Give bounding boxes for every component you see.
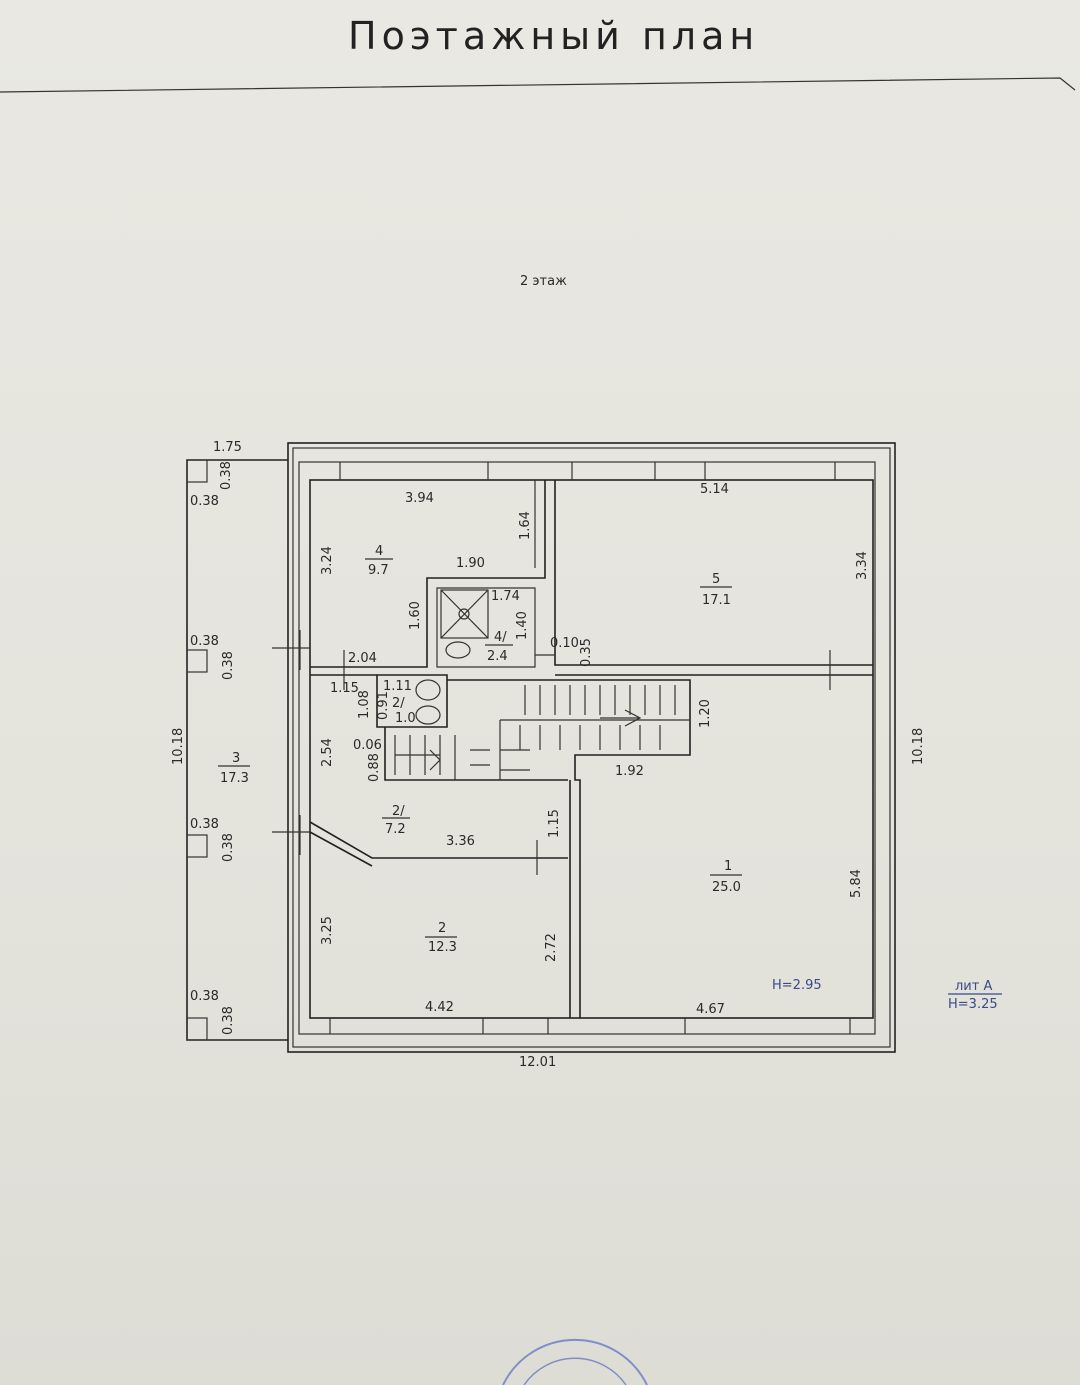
svg-text:1.15: 1.15 <box>547 809 562 838</box>
svg-text:1.92: 1.92 <box>615 764 644 779</box>
svg-text:7.2: 7.2 <box>385 822 406 837</box>
svg-text:0.35: 0.35 <box>579 638 594 667</box>
svg-text:5.14: 5.14 <box>700 482 729 497</box>
svg-text:12.01: 12.01 <box>519 1055 556 1070</box>
svg-text:0.10: 0.10 <box>550 636 579 651</box>
svg-text:0.38: 0.38 <box>221 651 236 680</box>
svg-text:4.67: 4.67 <box>696 1002 725 1017</box>
svg-text:2.4: 2.4 <box>487 649 508 664</box>
svg-text:3.36: 3.36 <box>446 834 475 849</box>
room-4: 49.7 <box>365 544 393 578</box>
svg-text:1.90: 1.90 <box>456 556 485 571</box>
room-labels: 125.0 212.3 2/7.2 2/1.0 317.3 49.7 4/2.4… <box>218 544 742 955</box>
svg-text:0.38: 0.38 <box>190 989 219 1004</box>
svg-text:1.64: 1.64 <box>518 511 533 540</box>
svg-text:2.72: 2.72 <box>544 933 559 962</box>
svg-text:3.34: 3.34 <box>855 551 870 580</box>
svg-text:2.54: 2.54 <box>320 738 335 767</box>
svg-text:17.1: 17.1 <box>702 593 731 608</box>
room-height: H=2.95 <box>772 978 822 993</box>
svg-text:0.38: 0.38 <box>190 817 219 832</box>
svg-text:10.18: 10.18 <box>911 728 926 765</box>
svg-text:0.91: 0.91 <box>376 691 391 720</box>
building-height: лит А H=3.25 <box>948 979 1002 1012</box>
svg-text:5: 5 <box>712 572 720 587</box>
svg-text:10.18: 10.18 <box>171 728 186 765</box>
outer-walls <box>287 442 896 1053</box>
dimension-labels: 1.75 0.38 0.38 0.38 0.38 0.38 0.38 0.38 … <box>171 440 926 1070</box>
balcony <box>186 459 310 1041</box>
svg-text:2: 2 <box>438 921 446 936</box>
svg-text:0.38: 0.38 <box>190 494 219 509</box>
svg-text:4: 4 <box>375 544 383 559</box>
svg-text:2/: 2/ <box>392 696 405 711</box>
svg-text:2.04: 2.04 <box>348 651 377 666</box>
svg-text:4/: 4/ <box>494 630 507 645</box>
svg-text:1.74: 1.74 <box>491 589 520 604</box>
sanitary-fixtures <box>415 589 489 725</box>
room-3: 317.3 <box>218 751 250 786</box>
room-4a: 4/2.4 <box>485 630 513 664</box>
svg-text:3: 3 <box>232 751 240 766</box>
svg-text:0.38: 0.38 <box>221 1006 236 1035</box>
svg-text:2/: 2/ <box>392 804 405 819</box>
svg-text:0.38: 0.38 <box>221 833 236 862</box>
svg-text:1.08: 1.08 <box>357 690 372 719</box>
svg-text:5.84: 5.84 <box>849 869 864 898</box>
svg-text:3.94: 3.94 <box>405 491 434 506</box>
svg-text:1.75: 1.75 <box>213 440 242 455</box>
floor-label: 2 этаж <box>520 274 567 289</box>
svg-text:0.06: 0.06 <box>353 738 382 753</box>
stairs <box>394 685 690 780</box>
room-1: 125.0 <box>710 859 742 895</box>
svg-text:лит А: лит А <box>955 979 992 994</box>
svg-text:H=3.25: H=3.25 <box>948 997 998 1012</box>
svg-text:9.7: 9.7 <box>368 563 389 578</box>
svg-text:1.60: 1.60 <box>408 601 423 630</box>
svg-text:0.38: 0.38 <box>190 634 219 649</box>
svg-text:1.15: 1.15 <box>330 681 359 696</box>
svg-text:1: 1 <box>724 859 732 874</box>
svg-text:17.3: 17.3 <box>220 771 249 786</box>
svg-text:1.20: 1.20 <box>698 699 713 728</box>
room-5: 517.1 <box>700 572 732 608</box>
room-2: 212.3 <box>425 921 457 955</box>
svg-text:0.88: 0.88 <box>367 753 382 782</box>
svg-text:3.24: 3.24 <box>320 546 335 575</box>
interior-walls <box>309 480 873 1018</box>
room-2b: 2/1.0 <box>392 696 416 726</box>
stamp <box>502 1338 648 1385</box>
svg-text:3.25: 3.25 <box>320 916 335 945</box>
header-rule <box>0 77 1076 93</box>
svg-text:12.3: 12.3 <box>428 940 457 955</box>
svg-text:4.42: 4.42 <box>425 1000 454 1015</box>
svg-text:25.0: 25.0 <box>712 880 741 895</box>
svg-text:0.38: 0.38 <box>219 461 234 490</box>
room-2a: 2/7.2 <box>382 804 410 837</box>
svg-text:1.11: 1.11 <box>383 679 412 694</box>
svg-text:1.40: 1.40 <box>515 611 530 640</box>
page-title: Поэтажный план <box>348 14 760 58</box>
svg-text:1.0: 1.0 <box>395 711 416 726</box>
